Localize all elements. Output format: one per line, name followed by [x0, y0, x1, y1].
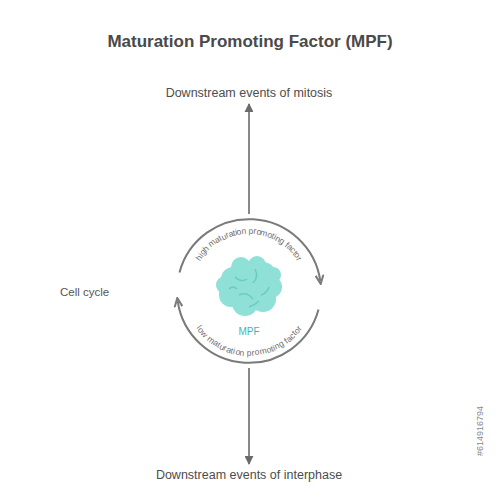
watermark-id: #614916794	[475, 406, 485, 456]
arc-char: n	[241, 227, 246, 236]
event-node: Downstream events of mitosis	[162, 84, 337, 102]
cycle-arrows	[178, 219, 321, 363]
mpf-protein: MPF	[211, 255, 287, 338]
protein-name: MPF	[238, 326, 259, 338]
protein-lobe	[231, 257, 251, 277]
diagram-title: Maturation Promoting Factor (MPF)	[107, 32, 392, 52]
arc-char	[245, 349, 248, 358]
side-label: Cell cycle	[60, 286, 109, 298]
protein-lobe	[216, 276, 234, 294]
arc-char: p	[249, 227, 254, 236]
event-node: Downstream events of interphase	[152, 466, 346, 484]
event-text: Downstream events of mitosis	[166, 86, 333, 100]
arc-label: high maturation promoting factor	[174, 216, 324, 366]
protein-fold	[253, 269, 257, 283]
protein-lobe	[248, 256, 266, 274]
protein-fold	[249, 301, 259, 307]
cell-cycle-ring: high maturation promoting factorlow matu…	[174, 216, 324, 366]
flow-arrow	[248, 104, 250, 214]
protein-lobe	[265, 267, 281, 283]
protein-fold	[235, 277, 247, 281]
arc-char	[246, 227, 249, 236]
protein-illustration	[211, 255, 287, 338]
arc-char: p	[247, 349, 252, 358]
arc-char: n	[240, 348, 246, 357]
event-text: Downstream events of interphase	[156, 468, 342, 482]
protein-fold	[229, 287, 237, 289]
protein-fold	[261, 287, 269, 295]
protein-fold	[239, 294, 253, 299]
flow-arrow	[248, 368, 250, 464]
arc-label: low maturation promoting factor	[174, 216, 324, 366]
